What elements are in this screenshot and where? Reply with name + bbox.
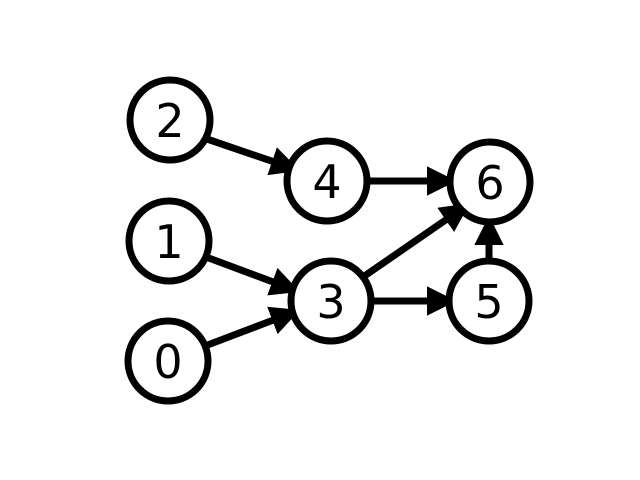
edge-1-to-3[interactable]: [204, 253, 300, 296]
node-4[interactable]: 4: [283, 137, 371, 225]
node-3-label: 3: [316, 275, 345, 329]
node-6[interactable]: 6: [446, 138, 534, 226]
node-0-label: 0: [153, 335, 182, 389]
edge-0-to-3[interactable]: [203, 306, 300, 350]
node-3-circle[interactable]: [287, 257, 375, 345]
node-0[interactable]: 0: [124, 317, 212, 405]
node-3[interactable]: 3: [287, 257, 375, 345]
node-5-circle[interactable]: [445, 257, 533, 345]
node-0-circle[interactable]: [124, 317, 212, 405]
node-6-label: 6: [475, 156, 504, 210]
edge-layer: [202, 134, 504, 350]
node-5[interactable]: 5: [445, 257, 533, 345]
node-2[interactable]: 2: [126, 76, 214, 164]
node-2-label: 2: [155, 94, 184, 148]
node-4-label: 4: [312, 155, 341, 209]
node-1-circle[interactable]: [125, 197, 213, 285]
node-5-label: 5: [474, 275, 503, 329]
edge-2-to-4[interactable]: [202, 134, 300, 176]
node-6-circle[interactable]: [446, 138, 534, 226]
node-4-circle[interactable]: [283, 137, 371, 225]
node-1-label: 1: [154, 215, 183, 269]
node-1[interactable]: 1: [125, 197, 213, 285]
node-2-circle[interactable]: [126, 76, 214, 164]
edge-3-to-6[interactable]: [361, 203, 470, 280]
node-layer: 2 4 6 1 3 5 0: [124, 76, 534, 405]
